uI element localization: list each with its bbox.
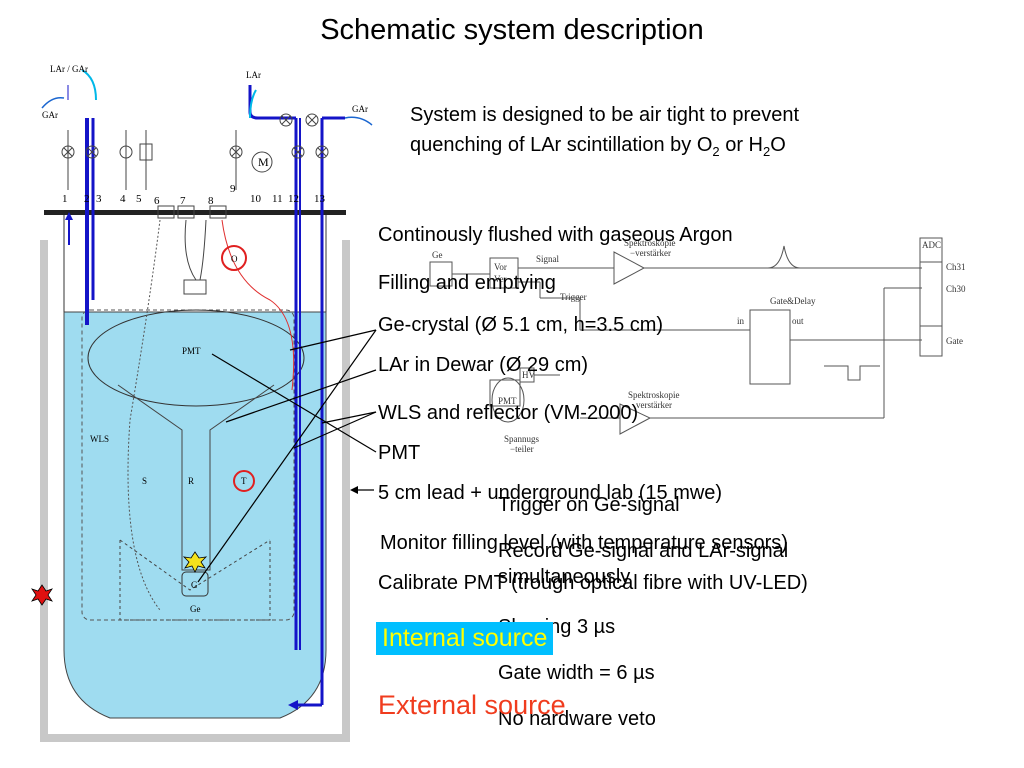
pmt-ellipse bbox=[87, 309, 305, 407]
valve-numbers: 1 2 3 4 5 6 7 8 9 10 11 12 13 bbox=[62, 183, 326, 207]
out-label: out bbox=[792, 316, 804, 326]
electronics-diagram bbox=[429, 237, 943, 435]
internal-source-label: Internal source bbox=[376, 622, 554, 655]
external-source-label: External source bbox=[378, 690, 566, 720]
verstaerker-label-1: −verstärker bbox=[630, 248, 671, 258]
description: System is designed to be air tight to pr… bbox=[410, 100, 799, 167]
pmt-label-small: PMT bbox=[182, 346, 201, 356]
description-line-1: System is designed to be air tight to pr… bbox=[410, 104, 800, 126]
electronics-labels: Ge Vor Ver Signal Spektroskopie −verstär… bbox=[432, 238, 966, 454]
ge-holder bbox=[119, 539, 271, 621]
g-label: G bbox=[191, 580, 198, 590]
top-flange bbox=[44, 210, 346, 215]
blue-line-top bbox=[248, 85, 296, 120]
motor-label: M bbox=[258, 155, 269, 169]
teiler-label: −teiler bbox=[510, 444, 534, 454]
description-text-or: or H bbox=[719, 134, 763, 156]
subscript-h2: 2 bbox=[762, 144, 771, 159]
description-text: quenching of LAr scintillation by O bbox=[410, 134, 713, 156]
gar-arrow-left bbox=[41, 96, 65, 109]
schematic-gar-left: GAr bbox=[42, 110, 58, 120]
t-label: T bbox=[241, 476, 247, 486]
label-monitor-filling: Monitor filling level (with temperature … bbox=[380, 532, 788, 554]
lead-arrow-head bbox=[350, 486, 358, 494]
s-label: S bbox=[142, 476, 147, 486]
valve-number: 9 bbox=[230, 183, 236, 195]
label-lead-shielding: 5 cm lead + underground lab (15 mwe) bbox=[378, 482, 723, 504]
callout-lines bbox=[197, 329, 377, 583]
valve-number: 11 bbox=[272, 193, 283, 205]
wls-label: WLS bbox=[90, 434, 109, 444]
ch30-label: Ch30 bbox=[946, 284, 966, 294]
verstaerker-label-2: verstärker bbox=[636, 400, 672, 410]
label-ge-crystal: Ge-crystal (Ø 5.1 cm, h=3.5 cm) bbox=[378, 314, 664, 336]
spannungs-label: Spannugs bbox=[504, 434, 540, 444]
label-flushed-argon: Continously flushed with gaseous Argon bbox=[378, 224, 733, 246]
valve-number: 8 bbox=[208, 195, 214, 207]
internal-source-star bbox=[182, 551, 208, 573]
blue-arrow-up-head bbox=[65, 212, 73, 220]
r-label: R bbox=[188, 476, 194, 486]
valve-number: 3 bbox=[96, 193, 102, 205]
trigger-label: Trigger bbox=[560, 292, 587, 302]
label-pmt: PMT bbox=[378, 442, 421, 464]
lar-volume bbox=[63, 311, 327, 719]
gate-label: Gate bbox=[946, 336, 963, 346]
pmt-base bbox=[183, 279, 207, 295]
label-calibrate-pmt: Calibrate PMT (trough optical fibre with… bbox=[378, 572, 808, 594]
gar-arrow-right bbox=[344, 116, 373, 126]
label-filling-emptying: Filling and emptying bbox=[378, 272, 556, 294]
vessel-labels: PMT WLS S R T O Ge G bbox=[90, 254, 247, 614]
page-title: Schematic system description bbox=[320, 14, 704, 46]
valve-number: 10 bbox=[250, 193, 262, 205]
valve-number: 12 bbox=[288, 193, 299, 205]
blue-arrow-bottom-head bbox=[288, 700, 298, 710]
valve-number: 1 bbox=[62, 193, 68, 205]
pmt-electronics-label: PMT bbox=[498, 396, 517, 406]
vor-label: Vor bbox=[494, 262, 507, 272]
hv-label: HV bbox=[522, 370, 535, 380]
o-label: O bbox=[231, 254, 238, 264]
sensor-o-circle bbox=[221, 245, 247, 271]
gate-delay-label: Gate&Delay bbox=[770, 296, 816, 306]
note-trigger: Trigger on Ge-signal bbox=[498, 494, 680, 516]
schematic-lar-gar: LAr / GAr bbox=[50, 64, 88, 74]
cable-s bbox=[127, 219, 161, 611]
valve-number: 6 bbox=[154, 195, 160, 207]
subscript-o2: 2 bbox=[712, 144, 720, 159]
cyan-arrow-left bbox=[81, 69, 97, 101]
valve-number: 4 bbox=[120, 193, 126, 205]
sensor-wire bbox=[221, 219, 295, 391]
ver-label: Ver bbox=[494, 274, 507, 284]
note-record: Record Ge-signal and LAr-signal bbox=[498, 540, 789, 562]
ch31-label: Ch31 bbox=[946, 262, 966, 272]
schematic-gar-right: GAr bbox=[352, 104, 368, 114]
cable-pmt-2 bbox=[199, 219, 207, 281]
description-line-2: quenching of LAr scintillation by O2 or … bbox=[410, 130, 799, 167]
valve-number: 2 bbox=[84, 193, 90, 205]
valve-number: 13 bbox=[314, 193, 326, 205]
label-wls-reflector: WLS and reflector (VM-2000) bbox=[378, 402, 639, 424]
in-label: in bbox=[737, 316, 745, 326]
ge-detector-label: Ge bbox=[432, 250, 443, 260]
note-gate-width: Gate width = 6 µs bbox=[498, 662, 655, 684]
label-lar-dewar: LAr in Dewar (Ø 29 cm) bbox=[378, 354, 589, 376]
external-source-star bbox=[31, 584, 53, 606]
cable-pmt-1 bbox=[184, 219, 197, 281]
valve-row bbox=[61, 113, 329, 219]
note-simultaneously: simultaneously bbox=[498, 566, 631, 588]
sensor-t-circle bbox=[233, 470, 255, 492]
spektroskopie-label-1: Spektroskopie bbox=[624, 238, 676, 248]
spektroskopie-label-2: Spektroskopie bbox=[628, 390, 680, 400]
cyan-arrow-top bbox=[249, 89, 257, 119]
valve-number: 5 bbox=[136, 193, 142, 205]
description-text-o: O bbox=[770, 134, 786, 156]
adc-label: ADC bbox=[922, 240, 941, 250]
valve-number: 7 bbox=[180, 195, 186, 207]
signal-label: Signal bbox=[536, 254, 560, 264]
ge-label-small: Ge bbox=[190, 604, 201, 614]
note-veto: No hardware veto bbox=[498, 708, 656, 730]
schematic-lar-top: LAr bbox=[246, 70, 261, 80]
